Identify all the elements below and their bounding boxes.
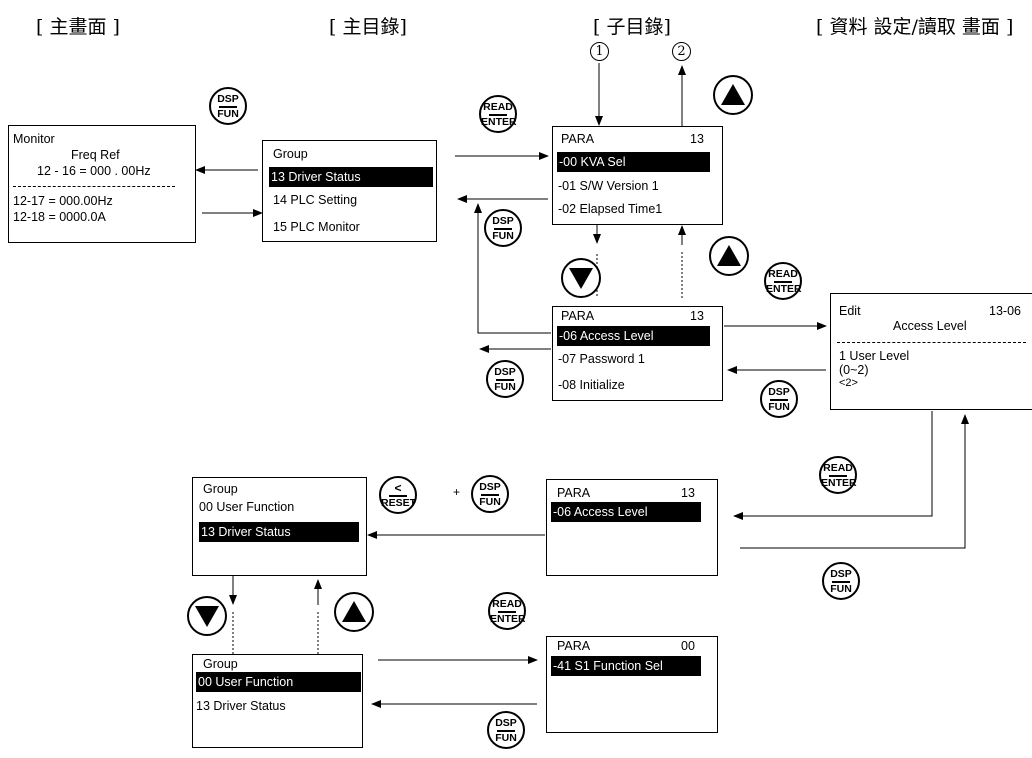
para-group-number: 13 [690, 132, 704, 146]
marker-one: 1 [590, 42, 609, 61]
monitor-line-1: 12-17 = 000.00Hz [13, 194, 113, 208]
monitor-main-value: 12 - 16 = 000 . 00Hz [37, 164, 151, 178]
up-arrow-key[interactable] [709, 236, 749, 276]
para-group-number: 13 [690, 309, 704, 323]
edit-separator [837, 342, 1026, 343]
para-title: PARA [557, 639, 591, 653]
down-arrow-icon [569, 268, 593, 289]
para-item-selected[interactable]: -06 Access Level [557, 326, 710, 346]
edit-subtitle: Access Level [893, 319, 967, 333]
para-title: PARA [561, 309, 595, 323]
group-item-selected[interactable]: 13 Driver Status [199, 522, 359, 542]
up-arrow-icon [721, 84, 745, 105]
edit-default: <2> [839, 377, 858, 389]
para-screen-4: PARA 00 -41 S1 Function Sel [546, 636, 718, 733]
monitor-line-2: 12-18 = 0000.0A [13, 210, 106, 224]
group-screen-2: Group 00 User Function 13 Driver Status [192, 477, 367, 576]
group-screen-3: Group 00 User Function 13 Driver Status [192, 654, 363, 748]
para-screen-2: PARA 13 -06 Access Level -07 Password 1 … [552, 306, 723, 401]
group-item[interactable]: 00 User Function [199, 500, 295, 514]
header-sub-menu: [ 子目錄] [593, 16, 671, 38]
para-item-selected[interactable]: -41 S1 Function Sel [551, 656, 701, 676]
edit-range: (0~2) [839, 363, 869, 377]
para-group-number: 13 [681, 486, 695, 500]
para-screen-1: PARA 13 -00 KVA Sel -01 S/W Version 1 -0… [552, 126, 723, 225]
up-arrow-icon [342, 601, 366, 622]
para-item[interactable]: -01 S/W Version 1 [558, 179, 659, 193]
monitor-separator [13, 186, 175, 187]
up-arrow-icon [717, 245, 741, 266]
group-title: Group [203, 657, 238, 671]
header-main-menu: [ 主目錄] [329, 16, 407, 38]
header-data-screen: [ 資料 設定/讀取 畫面 ] [816, 16, 1014, 38]
edit-value[interactable]: 1 User Level [839, 349, 910, 363]
group-item-selected[interactable]: 00 User Function [196, 672, 361, 692]
edit-parameter-code: 13-06 [989, 304, 1021, 318]
monitor-screen: Monitor Freq Ref 12 - 16 = 000 . 00Hz 12… [8, 125, 196, 243]
marker-two: 2 [672, 42, 691, 61]
para-item[interactable]: -07 Password 1 [558, 352, 645, 366]
para-item-selected[interactable]: -06 Access Level [551, 502, 701, 522]
para-group-number: 00 [681, 639, 695, 653]
down-arrow-icon [195, 606, 219, 627]
edit-screen: Edit 13-06 Access Level 1 User Level (0~… [830, 293, 1032, 410]
header-main-screen: [ 主畫面 ] [36, 16, 120, 38]
plus-sign: + [453, 485, 461, 499]
para-title: PARA [557, 486, 591, 500]
group-item[interactable]: 15 PLC Monitor [273, 220, 360, 234]
group-title: Group [273, 147, 308, 161]
down-arrow-key[interactable] [561, 258, 601, 298]
group-item[interactable]: 14 PLC Setting [273, 193, 358, 207]
up-arrow-key[interactable] [713, 75, 753, 115]
group-item-selected[interactable]: 13 Driver Status [269, 167, 433, 187]
monitor-title: Monitor [13, 132, 55, 146]
edit-title: Edit [839, 304, 861, 318]
group-item[interactable]: 13 Driver Status [196, 699, 286, 713]
para-screen-3: PARA 13 -06 Access Level [546, 479, 718, 576]
para-title: PARA [561, 132, 595, 146]
para-item[interactable]: -02 Elapsed Time1 [558, 202, 663, 216]
group-screen-main: Group 13 Driver Status 14 PLC Setting 15… [262, 140, 437, 242]
monitor-subtitle: Freq Ref [71, 148, 120, 162]
para-item-selected[interactable]: -00 KVA Sel [557, 152, 710, 172]
para-item[interactable]: -08 Initialize [558, 378, 625, 392]
group-title: Group [203, 482, 238, 496]
reset-key[interactable]: <RESET [379, 476, 417, 514]
up-arrow-key[interactable] [334, 592, 374, 632]
down-arrow-key[interactable] [187, 596, 227, 636]
